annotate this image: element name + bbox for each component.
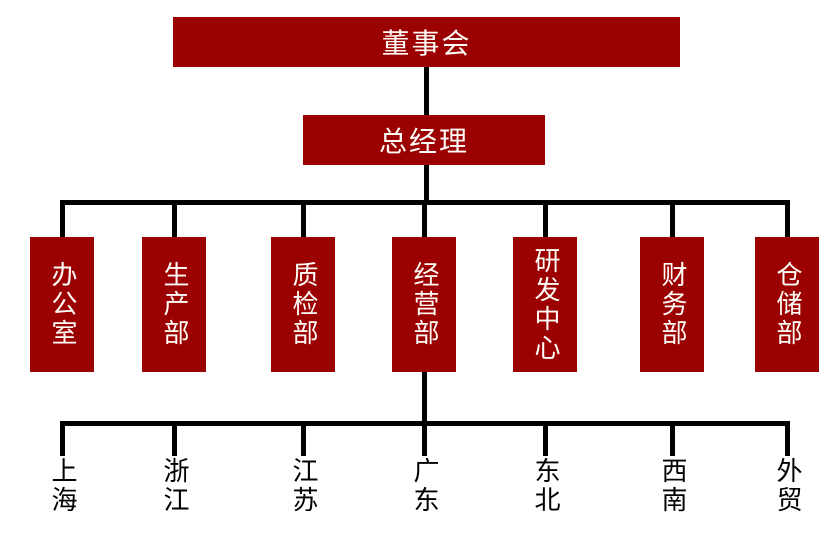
connector-stub-guangdong	[422, 421, 427, 456]
connector-stub-production	[172, 200, 177, 237]
region-text: 外贸	[772, 457, 802, 515]
department-label: 办公室	[47, 261, 77, 348]
connector-manager-bus	[424, 165, 429, 202]
department-box-finance: 财务部	[640, 237, 704, 372]
region-label-zhejiang: 浙江	[156, 457, 192, 515]
department-label: 经营部	[409, 261, 439, 348]
connector-stub-southwest	[670, 421, 675, 456]
connector-stub-northeast	[543, 421, 548, 456]
connector-stub-shanghai	[60, 421, 65, 456]
connector-stub-rnd	[543, 200, 548, 237]
department-box-warehouse: 仓储部	[755, 237, 819, 372]
department-box-quality: 质检部	[271, 237, 335, 372]
board-label: 董事会	[381, 27, 472, 60]
department-label: 生产部	[159, 261, 189, 348]
region-text: 广东	[409, 457, 439, 515]
region-label-jiangsu: 江苏	[285, 457, 321, 515]
region-label-guangdong: 广东	[406, 457, 442, 515]
department-box-production: 生产部	[142, 237, 206, 372]
department-label: 质检部	[288, 261, 318, 348]
region-text: 浙江	[159, 457, 189, 515]
connector-stub-operations	[422, 200, 427, 237]
connector-stub-jiangsu	[301, 421, 306, 456]
region-label-southwest: 西南	[654, 457, 690, 515]
department-label: 研发中心	[530, 246, 560, 363]
connector-stub-finance	[670, 200, 675, 237]
connector-stub-quality	[301, 200, 306, 237]
general-manager-label: 总经理	[378, 125, 469, 158]
region-text: 江苏	[288, 457, 318, 515]
department-label: 财务部	[657, 261, 687, 348]
department-box-rnd: 研发中心	[513, 237, 577, 372]
department-label: 仓储部	[772, 261, 802, 348]
department-box-operations: 经营部	[392, 237, 456, 372]
connector-stub-office	[60, 200, 65, 237]
region-label-northeast: 东北	[527, 457, 563, 515]
connector-board-manager	[424, 67, 429, 115]
general-manager-box: 总经理	[303, 115, 545, 165]
region-text: 东北	[530, 457, 560, 515]
region-label-shanghai: 上海	[44, 457, 80, 515]
board-box: 董事会	[173, 17, 680, 67]
region-label-foreign-trade: 外贸	[769, 457, 805, 515]
connector-stub-foreign-trade	[785, 421, 790, 456]
region-text: 上海	[47, 457, 77, 515]
department-box-office: 办公室	[30, 237, 94, 372]
connector-stub-warehouse	[785, 200, 790, 237]
connector-operations-bus	[422, 372, 427, 426]
connector-stub-zhejiang	[172, 421, 177, 456]
region-text: 西南	[657, 457, 687, 515]
